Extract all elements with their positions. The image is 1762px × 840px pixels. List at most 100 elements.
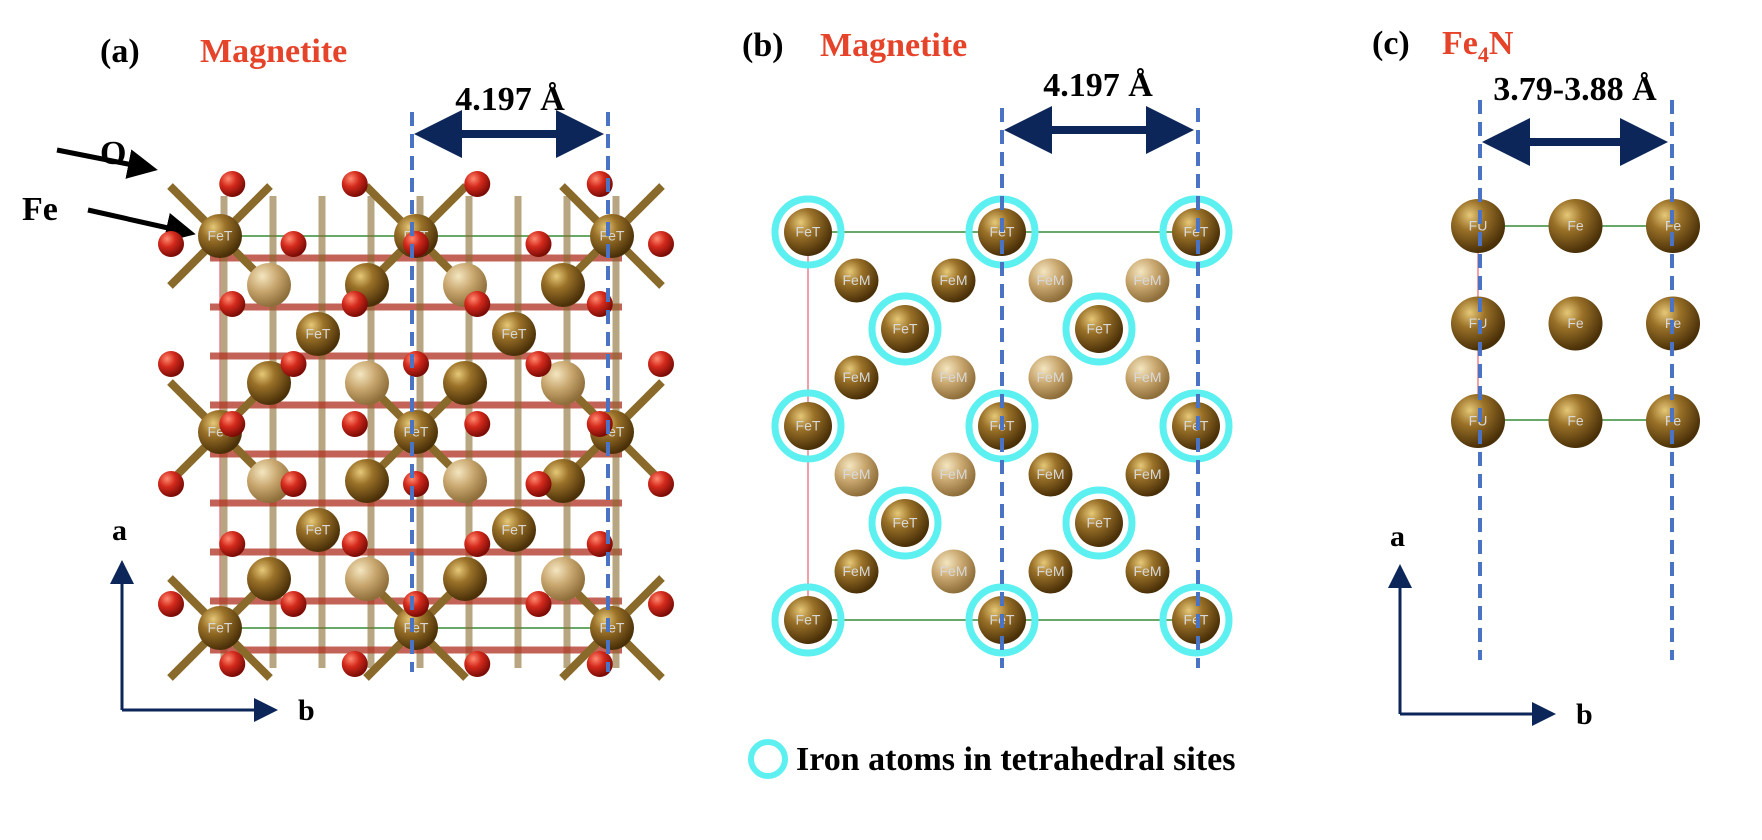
oxygen-atom-sphere — [341, 651, 368, 677]
oxygen-atom — [464, 291, 491, 317]
iron-tetrahedral-atom-sphere — [881, 305, 929, 353]
panel-c-dimension-label: 3.79-3.88 Å — [1493, 71, 1657, 108]
oxygen-atom — [341, 171, 368, 197]
panel-b-title: Magnetite — [820, 27, 967, 64]
iron-tetrahedral-atom: FeT — [868, 292, 942, 366]
oxygen-atom-sphere — [464, 651, 491, 677]
tetrahedral-highlight-ring — [965, 389, 1039, 463]
iron-tetrahedral-atom: FeT — [771, 583, 845, 657]
oxygen-atom-sphere — [158, 351, 184, 377]
atom-site-label: FeT — [796, 224, 821, 240]
oxygen-atom-sphere — [219, 171, 246, 197]
iron-octahedral-atom: FeM — [931, 452, 976, 497]
panel-c-axis-a-label: a — [1390, 520, 1405, 553]
iron-octahedral-atom-sphere — [834, 549, 879, 594]
panel-c-letter: (c) — [1372, 25, 1410, 62]
oxygen-atom-sphere — [464, 411, 491, 437]
iron-fe4n-atom: Fe — [1548, 199, 1603, 253]
oxygen-atom — [464, 411, 491, 437]
panel-c-title-fe: Fe — [1442, 25, 1478, 62]
tetrahedral-highlight-ring — [1159, 583, 1233, 657]
oxygen-atom — [403, 231, 429, 257]
iron-tetrahedral-atom-sphere — [784, 596, 832, 644]
iron-octahedral-atom: FeM — [931, 355, 976, 400]
oxygen-atom — [525, 351, 552, 377]
oxygen-atom-sphere — [341, 411, 368, 437]
iron-fe4n-atom: FU — [1451, 199, 1505, 253]
oxygen-atom-sphere — [280, 591, 307, 617]
atom-site-label: FeM — [843, 272, 871, 288]
iron-tetrahedral-atom: FeT — [590, 214, 634, 258]
iron-tetrahedral-atom: FeT — [868, 486, 942, 560]
atom-site-label: Fe — [1567, 218, 1584, 234]
atom-site-label: FeM — [1134, 272, 1162, 288]
iron-fe4n-atom: Fe — [1548, 394, 1603, 448]
atom-site-label: FeT — [306, 326, 331, 342]
oxygen-atom — [341, 291, 368, 317]
iron-octahedral-atom: FeM — [931, 549, 976, 594]
panel-c-title-subscript: 4 — [1478, 42, 1489, 67]
iron-fe4n-atom-sphere — [1548, 394, 1603, 448]
oxygen-atom-sphere — [219, 411, 246, 437]
iron-fe4n-atom-sphere — [1548, 296, 1603, 351]
iron-fe4n-atom: Fe — [1646, 199, 1700, 253]
oxygen-atom — [158, 471, 184, 497]
tetrahedral-highlight-ring — [868, 486, 942, 560]
atom-site-label: Fe — [1567, 413, 1584, 429]
iron-octahedral-atom — [345, 459, 389, 503]
iron-octahedral-atom: FeM — [1125, 355, 1170, 400]
iron-tetrahedral-atom: FeT — [394, 606, 438, 650]
oxygen-atom — [280, 471, 307, 497]
tetrahedral-highlight-ring — [965, 583, 1039, 657]
iron-octahedral-atom: FeM — [1028, 355, 1073, 400]
atom-site-label: FeT — [600, 228, 625, 244]
iron-tetrahedral-atom: FeT — [1062, 292, 1136, 366]
oxygen-atom-sphere — [280, 351, 307, 377]
oxygen-atom-sphere — [403, 231, 429, 257]
iron-tetrahedral-atom: FeT — [771, 195, 845, 269]
oxygen-atom-sphere — [525, 351, 552, 377]
panel-c-axis-b-label: b — [1576, 698, 1593, 731]
oxygen-atom-sphere — [403, 351, 429, 377]
panel-a-letter: (a) — [100, 33, 140, 70]
oxygen-atom-sphere — [464, 531, 491, 557]
oxygen-atom — [280, 231, 307, 257]
iron-tetrahedral-atom: FeT — [198, 214, 242, 258]
iron-octahedral-atom-sphere — [541, 361, 585, 405]
iron-tetrahedral-atom: FeT — [296, 312, 340, 356]
oxygen-atom-sphere — [341, 531, 368, 557]
iron-octahedral-atom — [247, 557, 291, 601]
iron-octahedral-atom: FeM — [931, 258, 976, 303]
iron-tetrahedral-atom-sphere — [296, 508, 340, 552]
iron-tetrahedral-atom-sphere — [198, 214, 242, 258]
iron-octahedral-atom: FeM — [1028, 258, 1073, 303]
iron-octahedral-atom-sphere — [834, 355, 879, 400]
tetrahedral-highlight-ring — [771, 195, 845, 269]
iron-octahedral-atom-sphere — [247, 361, 291, 405]
atom-site-label: FeT — [208, 228, 233, 244]
atom-site-label: FeM — [1037, 369, 1065, 385]
tetrahedral-highlight-ring — [1062, 486, 1136, 560]
oxygen-atom — [648, 591, 674, 617]
oxygen-atom-sphere — [648, 471, 674, 497]
oxygen-atom-sphere — [464, 291, 491, 317]
iron-tetrahedral-atom-sphere — [590, 606, 634, 650]
tetrahedral-highlight-ring — [868, 292, 942, 366]
panel-b-letter: (b) — [742, 27, 784, 64]
iron-octahedral-atom — [541, 459, 585, 503]
iron-octahedral-atom — [541, 263, 585, 307]
iron-tetrahedral-atom-sphere — [784, 402, 832, 450]
iron-tetrahedral-atom-sphere — [492, 508, 536, 552]
oxygen-atom-sphere — [280, 471, 307, 497]
iron-octahedral-atom — [247, 459, 291, 503]
atom-site-label: FeT — [404, 620, 429, 636]
panel-c-title: Fe4N — [1442, 25, 1514, 67]
oxygen-atom-sphere — [648, 591, 674, 617]
panel-b-dimension-label: 4.197 Å — [1043, 67, 1153, 104]
oxygen-atom-sphere — [158, 471, 184, 497]
iron-octahedral-atom-sphere — [1125, 452, 1170, 497]
iron-octahedral-atom — [541, 361, 585, 405]
atom-site-label: FeT — [796, 418, 821, 434]
panel-a-axis-b-label: b — [298, 694, 315, 727]
